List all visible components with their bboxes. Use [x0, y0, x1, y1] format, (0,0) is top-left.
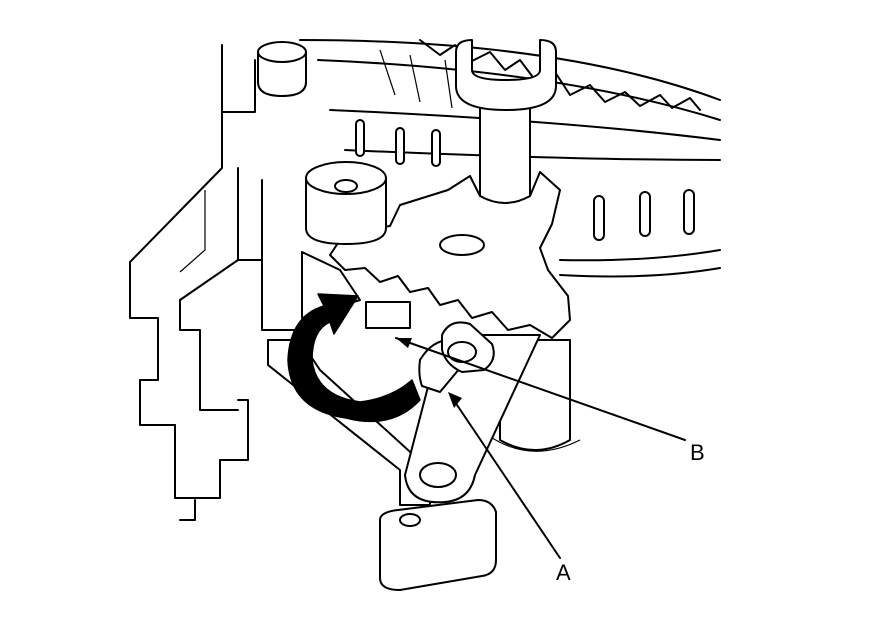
leader-line-b: [395, 337, 686, 441]
rotation-arrow: [287, 293, 421, 423]
drum-housing: [299, 39, 721, 278]
callout-b: B: [690, 440, 705, 465]
detent-lever-plate: [329, 171, 571, 339]
transmission-housing: [129, 44, 301, 521]
leader-line-a: [448, 392, 561, 559]
detent-roller: [441, 321, 495, 373]
callout-a: A: [556, 560, 571, 585]
upper-post: [257, 41, 307, 97]
cylindrical-pin: [305, 161, 387, 245]
